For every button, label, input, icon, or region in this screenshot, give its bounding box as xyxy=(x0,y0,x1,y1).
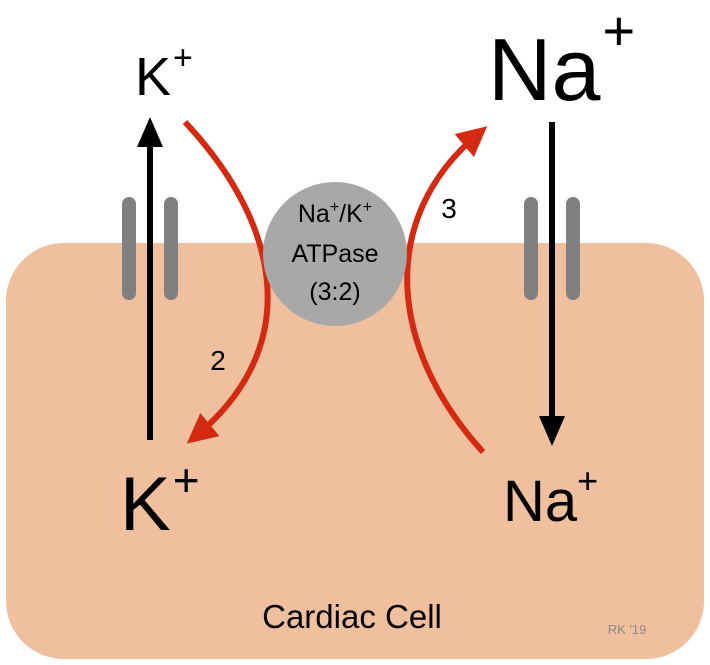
pump-potassium-arrow xyxy=(182,119,271,444)
potassium-efflux-arrow xyxy=(137,117,163,440)
pump-label-line2: ATPase xyxy=(291,240,378,268)
author-signature: RK '19 xyxy=(608,622,647,637)
pump-sodium-arrow xyxy=(404,126,488,455)
potassium-outside-label: K+ xyxy=(135,39,193,107)
potassium-channel xyxy=(122,197,178,300)
pump-circle xyxy=(263,182,407,326)
sodium-count-label: 3 xyxy=(441,193,457,224)
cardiac-cell xyxy=(6,243,704,659)
sodium-channel xyxy=(524,197,580,300)
potassium-count-label: 2 xyxy=(210,345,226,376)
cell-label: Cardiac Cell xyxy=(262,598,442,635)
sodium-inside-label: Na+ xyxy=(503,460,598,534)
potassium-inside-label: K+ xyxy=(120,454,200,547)
pump-label-line1: Na+/K+ xyxy=(298,199,372,228)
sodium-influx-arrow xyxy=(539,122,565,446)
pump-label-line3: (3:2) xyxy=(309,278,360,306)
na-k-atpase-pump: Na+/K+ ATPase (3:2) xyxy=(263,182,407,326)
sodium-outside-label: Na+ xyxy=(488,0,635,119)
